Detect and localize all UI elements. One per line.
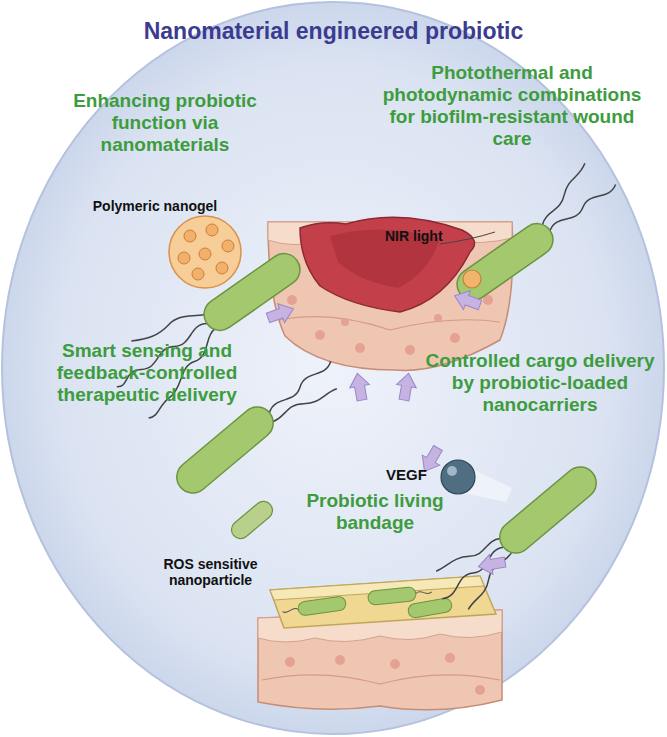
direction-arrow [265,299,297,327]
flagellum [268,359,333,415]
skin-cell [405,345,415,355]
skin-cell [434,314,442,322]
bacterium-body [367,587,416,606]
photothermal-nanoparticle [463,270,481,288]
skin-cell [445,653,455,663]
flagellum [273,377,337,434]
flagellum [548,182,617,233]
probiotic-bacterium [426,454,608,618]
bacterium-body [170,400,279,499]
part-label: ROS sensitive nanoparticle [128,556,293,588]
skin-cell [450,333,460,343]
flagellum [416,590,432,595]
flagellum [436,526,500,583]
ros-nanoparticle [228,498,276,543]
polymeric-nanogel [169,216,241,288]
bandage-probiotic [407,597,453,618]
skin-cell [287,295,297,305]
section-heading: Photothermal and photodynamic combinatio… [378,62,646,149]
part-label: NIR light [385,228,465,244]
leader-line [440,232,495,244]
section-heading: Enhancing probiotic function via nanomat… [65,90,265,156]
bacterium-body [297,596,346,617]
flagellum [528,163,600,224]
vegf-carrier [441,460,475,494]
skin-cell [285,657,295,667]
skin-cell [341,318,349,326]
skin-cell [335,655,345,665]
skin-cell [315,330,325,340]
skin-cell [390,659,400,669]
highlight [447,466,457,476]
probiotic-bacterium [440,156,625,307]
direction-arrow [394,372,418,402]
wound-bed [300,217,475,312]
nanogel-cargo [206,224,218,236]
section-heading: Smart sensing and feedback-controlled th… [22,340,272,406]
nanoparticle-body [228,498,276,543]
dermis-line [280,317,500,330]
nanogel-cargo [199,248,211,260]
part-label: Polymeric nanogel [80,198,230,214]
section-heading: Controlled cargo delivery by probiotic-l… [415,350,665,416]
direction-arrow [347,372,371,402]
nanogel-cargo [184,230,196,242]
skin-cell [355,343,365,353]
dermis-line [262,675,500,684]
flagellum [282,608,298,613]
flagellum [440,545,505,601]
direction-arrow [477,552,507,576]
direction-arrow [451,286,483,314]
nanogel-sphere [169,216,241,288]
diagram-title: Nanomaterial engineered probiotic [0,18,667,44]
bandage-pad [270,576,496,628]
nanogel-cargo [216,262,228,274]
nanogel-cargo [222,240,234,252]
bacterium-body [493,460,602,559]
nanogel-cargo [192,268,204,280]
flagellum [458,552,522,609]
nanogel-cargo [178,252,190,264]
part-label: VEGF [386,466,446,483]
skin-cell [475,685,485,695]
section-heading: Probiotic living bandage [280,490,470,534]
bandage-probiotic [281,596,346,619]
bacterium-body [407,597,453,618]
